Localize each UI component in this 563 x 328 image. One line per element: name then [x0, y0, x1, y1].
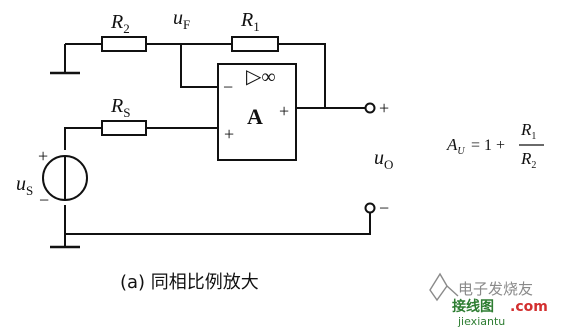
wires: [64, 43, 371, 246]
resistor-r2: [101, 36, 147, 52]
terminal-plus-label: +: [379, 98, 389, 118]
label-r2: R2: [110, 11, 130, 36]
watermark-line2: 接线图: [452, 298, 494, 315]
formula-lhs: AU: [446, 135, 465, 157]
label-r1: R1: [240, 9, 260, 34]
formula-equals-one-plus: = 1 +: [471, 137, 505, 154]
opamp-gain-symbol: ▷∞: [246, 66, 276, 88]
wire-rs-left: [64, 127, 102, 150]
watermark-line1: 电子发烧友: [458, 280, 533, 298]
wire-top-right: [278, 43, 326, 108]
gain-formula: AU = 1 + R1 R2: [446, 120, 544, 171]
watermark: 电子发烧友 接线图 .com jiexiantu: [429, 272, 548, 328]
resistor-r1: [231, 36, 279, 52]
wire-bottom-rail: [65, 212, 371, 235]
label-uf: uF: [173, 7, 190, 32]
opamp-inverting-sign: −: [223, 77, 233, 97]
label-uo: uO: [374, 147, 393, 172]
resistor-rs: [101, 120, 147, 136]
wire-uf-node: [180, 44, 218, 88]
opamp-output-sign: +: [279, 101, 289, 121]
ground-symbols: [50, 71, 80, 249]
watermark-logo: [429, 272, 459, 302]
terminal-minus-label: −: [379, 198, 389, 218]
diagram-caption: (a) 同相比例放大: [120, 272, 259, 293]
terminal-plus[interactable]: [364, 102, 376, 114]
opamp-noninverting-sign: +: [224, 124, 234, 144]
watermark-line3: jiexiantu: [457, 315, 505, 328]
opamp-box: [217, 63, 297, 161]
label-us: uS: [16, 173, 33, 198]
formula-denominator: R2: [520, 149, 536, 171]
source-minus-sign: −: [39, 190, 49, 210]
terminal-minus[interactable]: [364, 202, 376, 214]
opamp-name: A: [247, 104, 263, 129]
source-plus-sign: +: [38, 146, 48, 166]
label-rs: RS: [110, 95, 130, 120]
formula-numerator: R1: [520, 120, 536, 142]
watermark-line4: .com: [510, 299, 548, 315]
